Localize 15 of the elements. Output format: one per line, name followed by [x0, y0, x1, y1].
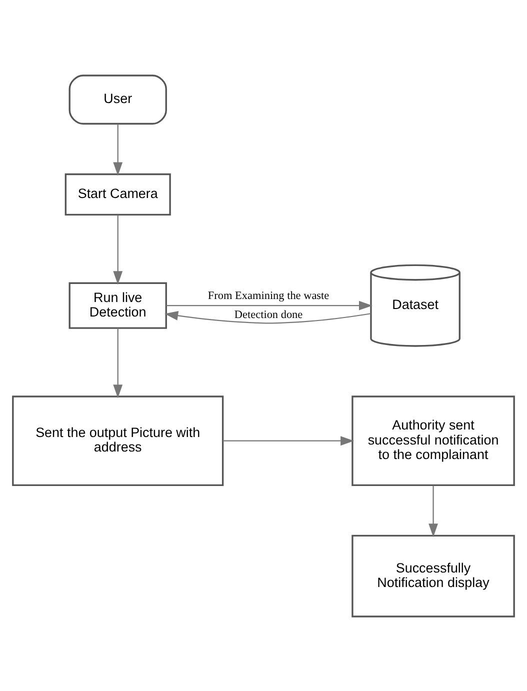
node-box: Sent the output Picture with address [12, 395, 224, 486]
arrow [166, 300, 372, 310]
arrow [113, 124, 123, 176]
arrow [428, 485, 438, 537]
node-box: Start Camera [64, 172, 171, 216]
edge-label: From Examining the waste [208, 289, 330, 302]
edge-label: Detection done [234, 308, 303, 320]
arrow [113, 214, 123, 284]
arrow [113, 328, 123, 398]
node-box: Run live Detection [68, 282, 167, 328]
arrow [222, 436, 354, 446]
arrow [164, 310, 371, 324]
node-box: Authority sent successful notification to the complainant [352, 395, 515, 486]
node-box: Successfully Notification display [352, 534, 515, 617]
node-box: User [68, 74, 167, 124]
